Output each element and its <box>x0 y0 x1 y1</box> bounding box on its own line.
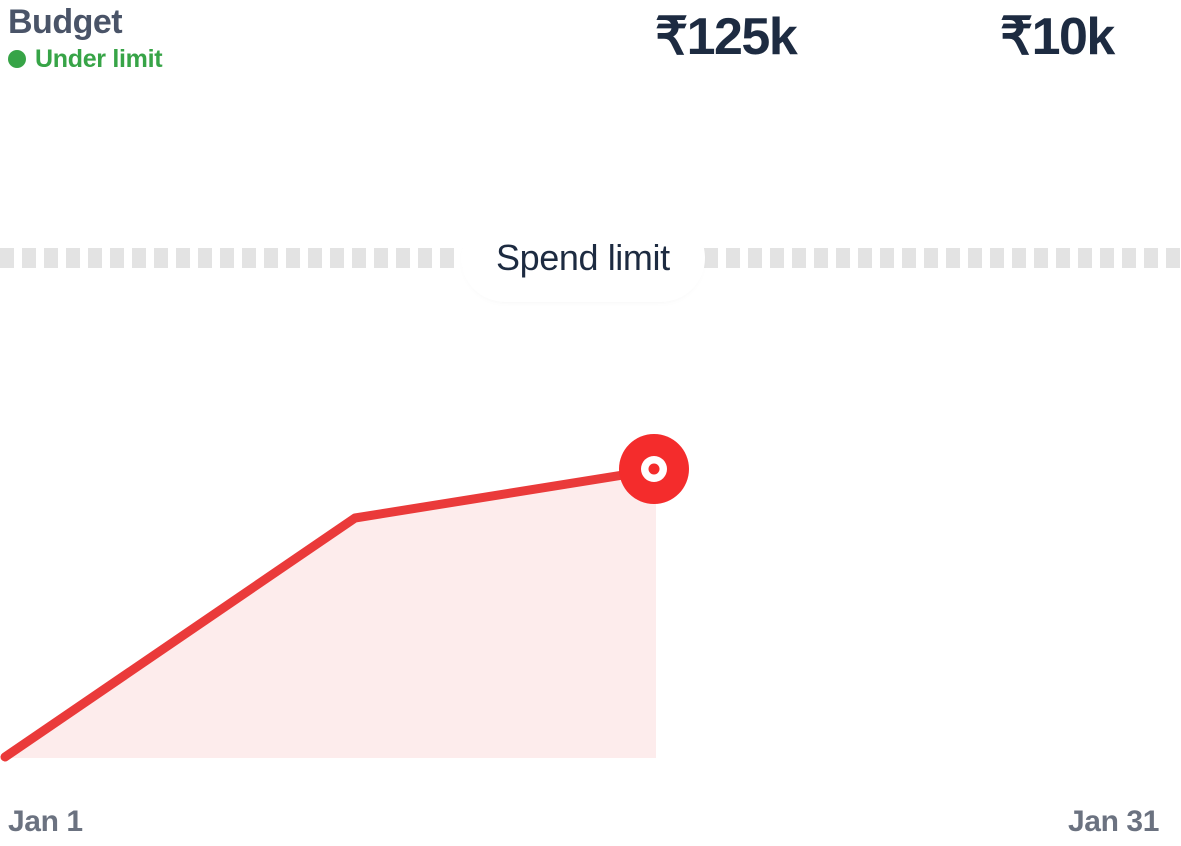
spend-line <box>0 465 659 762</box>
spend-area-fill <box>5 470 656 758</box>
spend-limit-badge[interactable]: Spend limit <box>468 221 698 295</box>
current-value-marker[interactable] <box>619 434 689 504</box>
x-axis-start-label: Jan 1 <box>8 805 83 838</box>
spend-limit-badge-label: Spend limit <box>496 237 670 278</box>
x-axis-end-label: Jan 31 <box>1068 805 1159 838</box>
marker-core-dot <box>648 463 660 475</box>
